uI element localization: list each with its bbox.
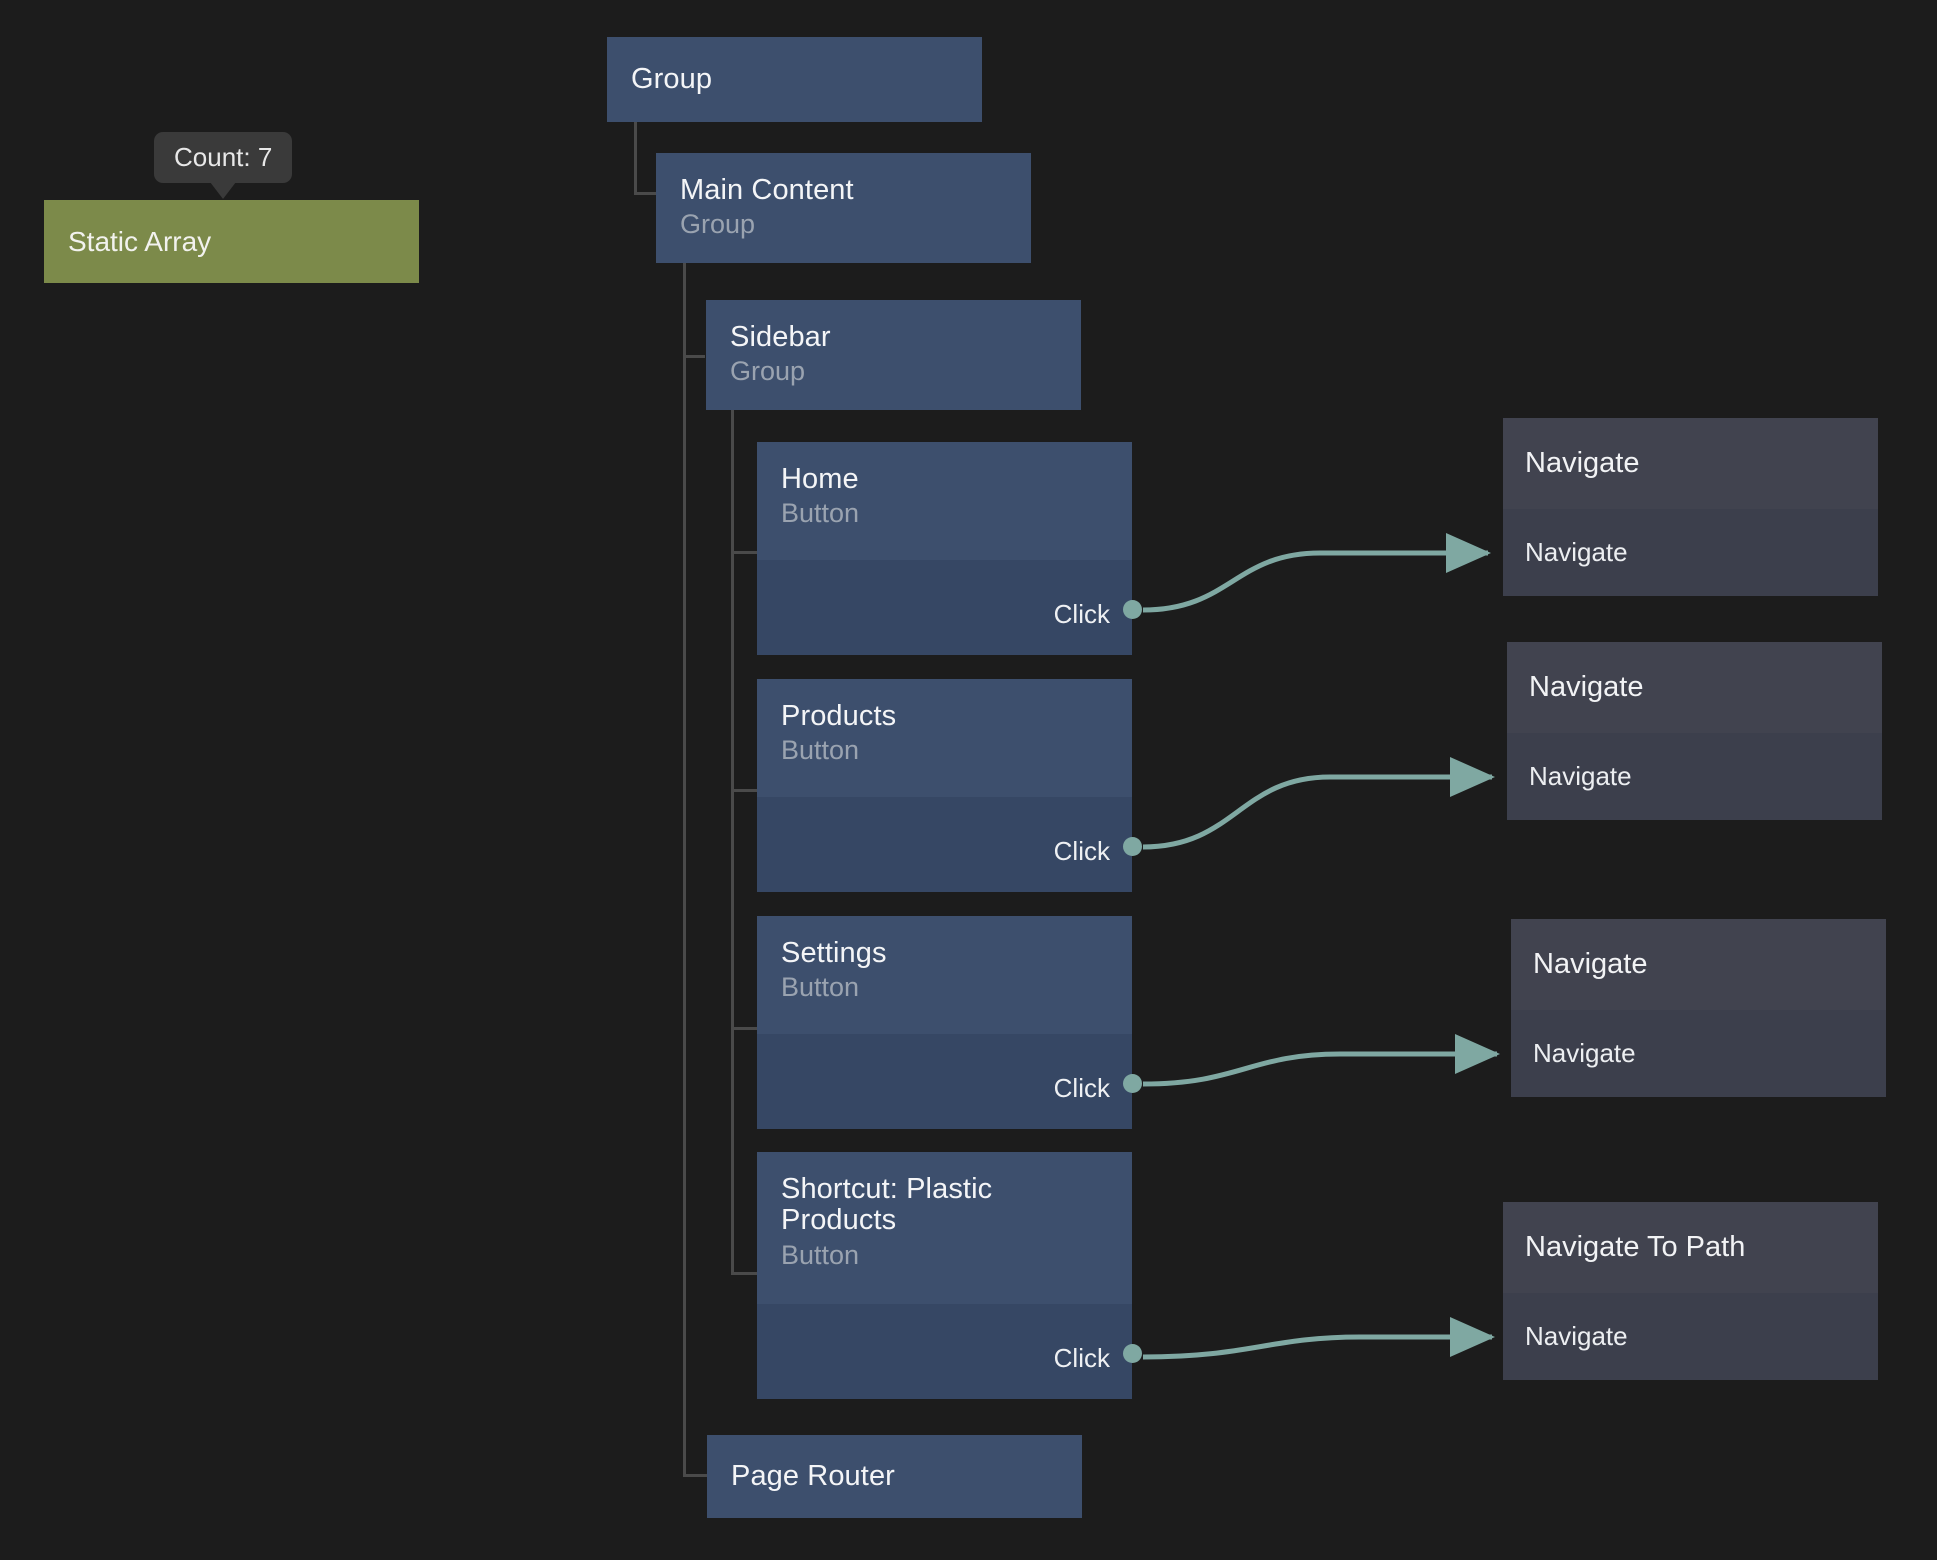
node-shortcut-plastic-products-subtitle: Button [781,1239,860,1270]
tree-connector-home-tick [731,551,757,554]
node-settings-click-port-dot[interactable] [1123,1074,1142,1093]
node-shortcut-port-band [757,1304,1132,1399]
node-action-navigate-3[interactable]: Navigate Navigate [1511,919,1886,1097]
node-products[interactable]: Products Button Click [757,679,1142,892]
node-shortcut-click-port-dot[interactable] [1123,1344,1142,1363]
node-products-subtitle: Button [781,735,860,766]
node-action-navigate-1[interactable]: Navigate Navigate [1503,418,1878,596]
node-shortcut-click-port[interactable]: Click [1054,1343,1110,1374]
node-home-click-port-dot[interactable] [1123,600,1142,619]
node-settings-subtitle: Button [781,972,860,1003]
node-home-title: Home [781,463,859,495]
edge-settings-click-to-navigate [1142,1034,1501,1087]
node-static-array-title: Static Array [68,225,212,257]
node-home-click-port-label: Click [1053,599,1110,629]
count-tooltip: Count: 7 [154,132,293,199]
node-action-navigate-3-port[interactable]: Navigate [1533,1038,1636,1068]
node-static-array[interactable]: Static Array [44,200,419,283]
node-action-navigate-to-path-port[interactable]: Navigate [1525,1321,1628,1351]
node-group[interactable]: Group [607,37,982,122]
node-action-navigate-2-port[interactable]: Navigate [1529,761,1632,791]
edge-shortcut-click-to-navigate-to-path [1142,1317,1496,1360]
node-shortcut-plastic-products-title: Shortcut: Plastic Products [781,1173,993,1237]
edge-products-click-to-navigate [1142,757,1496,850]
tree-connector-group [634,120,637,195]
node-page-router-title: Page Router [731,1459,895,1492]
node-main-content-subtitle: Group [680,209,756,240]
tree-connector-settings-tick [731,1027,757,1030]
node-settings-title: Settings [781,937,887,969]
tree-connector-page-router-tick [683,1474,713,1477]
node-products-title: Products [781,700,897,732]
tree-connector-sidebar [731,400,734,1275]
node-action-navigate-2[interactable]: Navigate Navigate [1507,642,1882,820]
node-main-content[interactable]: Main Content Group [656,153,1031,263]
tree-connector-sidebar-tick [683,355,705,358]
node-products-click-port[interactable]: Click [1054,836,1110,867]
node-action-navigate-to-path-title: Navigate To Path [1503,1202,1878,1293]
node-sidebar-title: Sidebar [730,321,831,353]
node-home-subtitle: Button [781,498,860,529]
node-settings-port-band [757,1034,1132,1129]
node-action-navigate-3-title: Navigate [1511,919,1886,1010]
node-products-port-band [757,797,1132,892]
node-group-title: Group [631,62,713,95]
node-sidebar-subtitle: Group [730,356,806,387]
count-tooltip-label: Count: 7 [174,142,273,172]
node-products-click-port-dot[interactable] [1123,837,1142,856]
node-action-navigate-1-title: Navigate [1503,418,1878,509]
node-products-click-port-label: Click [1053,836,1110,866]
node-main-content-title: Main Content [680,174,854,206]
tree-connector-main-content [683,262,686,1477]
node-settings-click-port-label: Click [1053,1073,1110,1103]
node-action-navigate-to-path[interactable]: Navigate To Path Navigate [1503,1202,1878,1380]
node-home-click-port[interactable]: Click [1054,599,1110,630]
node-settings[interactable]: Settings Button Click [757,916,1142,1129]
edge-home-click-to-navigate [1142,533,1492,613]
tree-connector-shortcut-tick [731,1272,757,1275]
node-home[interactable]: Home Button Click [757,442,1142,655]
node-page-router[interactable]: Page Router [707,1435,1082,1518]
node-sidebar[interactable]: Sidebar Group [706,300,1081,410]
tree-connector-group-tick [634,192,656,195]
node-settings-click-port[interactable]: Click [1054,1073,1110,1104]
node-shortcut-plastic-products[interactable]: Shortcut: Plastic Products Button Click [757,1152,1142,1399]
tree-connector-products-tick [731,789,757,792]
tooltip-pointer-icon [210,181,237,199]
node-action-navigate-1-port[interactable]: Navigate [1525,537,1628,567]
node-home-port-band [757,560,1132,655]
node-shortcut-click-port-label: Click [1053,1343,1110,1373]
node-action-navigate-2-title: Navigate [1507,642,1882,733]
